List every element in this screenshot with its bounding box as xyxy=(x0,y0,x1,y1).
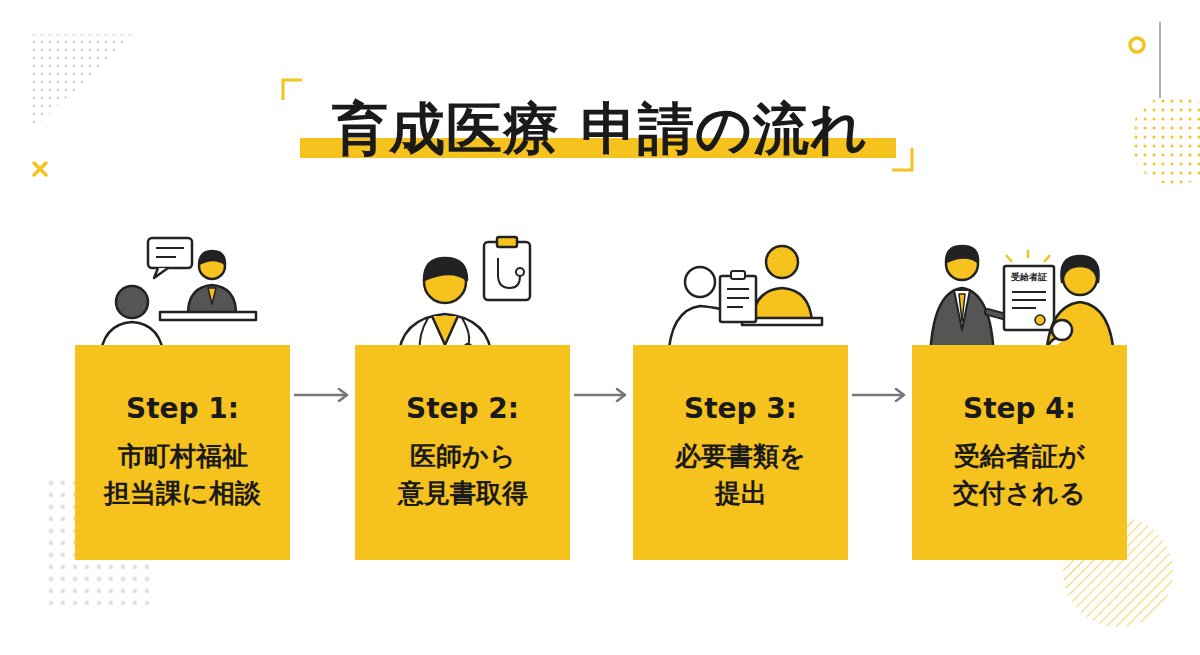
step-description: 必要書類を 提出 xyxy=(648,438,833,513)
flow-arrow xyxy=(294,394,347,397)
submit-illustration xyxy=(668,246,822,360)
diagram-title: 育成医療 申請の流れ xyxy=(0,92,1200,168)
step-description: 市町村福祉 担当課に相談 xyxy=(90,438,275,513)
step-description: 医師から 意見書取得 xyxy=(370,438,555,513)
counter-illustration xyxy=(100,238,256,360)
step-number: Step 1: xyxy=(126,392,239,426)
step-box: Step 1: 市町村福祉 担当課に相談 xyxy=(75,345,290,560)
step-number: Step 4: xyxy=(963,392,1076,426)
flow-arrow xyxy=(574,394,625,397)
step-box: Step 2: 医師から 意見書取得 xyxy=(355,345,570,560)
step-box: Step 3: 必要書類を 提出 xyxy=(633,345,848,560)
certificate-illustration xyxy=(930,246,1114,360)
certificate-label: 受給者証 xyxy=(1004,271,1054,284)
step-number: Step 2: xyxy=(406,392,519,426)
step-box: Step 4: 受給者証が 交付される xyxy=(912,345,1127,560)
step-description: 受給者証が 交付される xyxy=(927,438,1112,513)
step-number: Step 3: xyxy=(684,392,797,426)
doctor-illustration xyxy=(398,237,530,360)
flow-arrow xyxy=(852,394,904,397)
